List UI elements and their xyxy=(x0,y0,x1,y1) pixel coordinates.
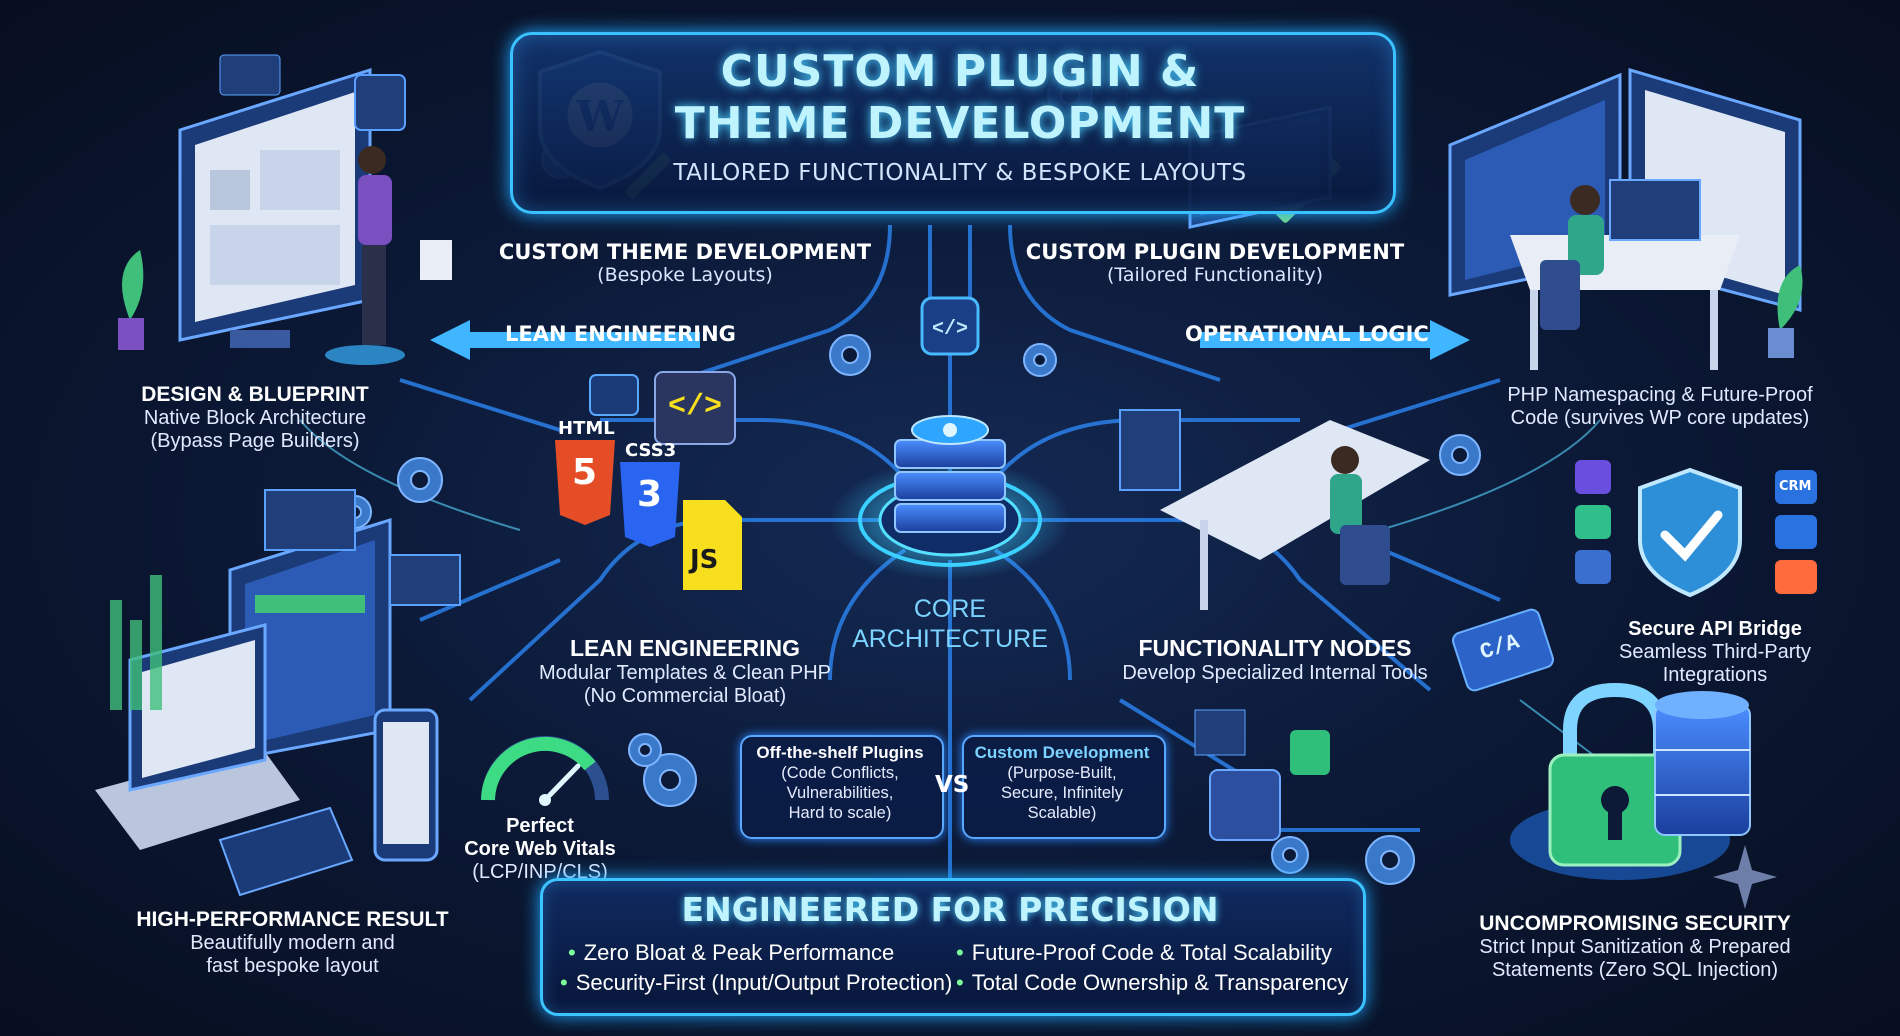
core-web-vitals-gauge xyxy=(481,736,609,806)
theme-dev-sub: (Bespoke Layouts) xyxy=(597,264,773,286)
api-title: Secure API Bridge xyxy=(1628,618,1802,640)
page-title: CUSTOM PLUGIN & THEME DEVELOPMENT xyxy=(520,46,1400,150)
precision-panel xyxy=(540,878,1366,1016)
off-the-shelf-title: Off-the-shelf Plugins xyxy=(756,743,924,762)
precision-item-4-text: Total Code Ownership & Transparency xyxy=(971,970,1349,995)
vs-label: VS xyxy=(935,772,970,798)
custom-dev-box xyxy=(962,735,1166,839)
api-line-1: Seamless Third-Party xyxy=(1619,641,1811,663)
high-performance-label: HIGH-PERFORMANCE RESULT Beautifully mode… xyxy=(120,908,465,978)
precision-item-4: • Total Code Ownership & Transparency xyxy=(956,970,1348,996)
result-title: HIGH-PERFORMANCE RESULT xyxy=(136,908,449,931)
developer-workstation xyxy=(1448,67,1803,370)
lean-engineering-label: LEAN ENGINEERING Modular Templates & Cle… xyxy=(515,635,855,708)
core-line-1: CORE xyxy=(913,595,987,623)
design-blueprint-label: DESIGN & BLUEPRINT Native Block Architec… xyxy=(110,383,400,453)
lean-title: LEAN ENGINEERING xyxy=(569,635,801,661)
off-the-shelf-box xyxy=(740,735,944,839)
security-line-1: Strict Input Sanitization & Prepared xyxy=(1479,936,1791,958)
sparkle-icon xyxy=(1713,845,1777,909)
code-file-icons xyxy=(555,371,742,590)
design-line-1: Native Block Architecture xyxy=(143,407,367,429)
functionality-nodes-label: FUNCTIONALITY NODES Develop Specialized … xyxy=(1105,635,1445,685)
code-tag-icon: </> xyxy=(668,390,723,424)
plugin-dev-sub: (Tailored Functionality) xyxy=(1106,264,1323,286)
database-icon xyxy=(1654,691,1751,836)
bullet-icon: • xyxy=(560,970,568,995)
theme-dev-title: CUSTOM THEME DEVELOPMENT xyxy=(498,240,872,264)
js-label: JS xyxy=(690,545,719,575)
title-line-2: THEME DEVELOPMENT xyxy=(674,98,1246,149)
html-number: 5 xyxy=(572,452,598,493)
vitals-line-3: (LCP/INP/CLS) xyxy=(472,861,608,883)
precision-item-1-text: Zero Bloat & Peak Performance xyxy=(583,940,895,965)
custom-dev-text: Custom Development (Purpose-Built, Secur… xyxy=(962,743,1162,823)
arrow-left-shape xyxy=(430,320,700,360)
precision-item-2: • Future-Proof Code & Total Scalability xyxy=(956,940,1332,966)
html-label: HTML xyxy=(558,418,615,439)
lean-line-1: Modular Templates & Clean PHP xyxy=(539,662,831,684)
devices-illustration xyxy=(95,489,461,897)
security-title: UNCOMPROMISING SECURITY xyxy=(1479,912,1791,935)
security-cubes xyxy=(1194,709,1330,841)
core-architecture-label: CORE ARCHITECTURE xyxy=(820,594,1080,654)
api-line-2: Integrations xyxy=(1662,664,1768,686)
vitals-line-1: Perfect xyxy=(506,815,574,837)
api-bridge xyxy=(1452,460,1817,692)
security-label: UNCOMPROMISING SECURITY Strict Input San… xyxy=(1440,912,1830,982)
svg-text:</>: </> xyxy=(932,318,968,341)
php-namespacing-label: PHP Namespacing & Future-Proof Code (sur… xyxy=(1495,384,1825,430)
core-web-vitals-label: Perfect Core Web Vitals (LCP/INP/CLS) xyxy=(440,815,640,884)
crm-badge: CRM xyxy=(1779,479,1812,494)
result-line-2: fast bespoke layout xyxy=(206,955,379,977)
theme-dev-label: CUSTOM THEME DEVELOPMENT (Bespoke Layout… xyxy=(470,240,900,286)
functionality-line-1: Develop Specialized Internal Tools xyxy=(1122,662,1428,684)
off-the-shelf-line-2: Vulnerabilities, xyxy=(786,784,894,802)
precision-title: ENGINEERED FOR PRECISION xyxy=(681,890,1219,929)
arrow-right-shape xyxy=(1200,320,1470,360)
title-line-1: CUSTOM PLUGIN & xyxy=(720,46,1200,97)
plugin-dev-label: CUSTOM PLUGIN DEVELOPMENT (Tailored Func… xyxy=(1000,240,1430,286)
result-line-1: Beautifully modern and xyxy=(190,932,395,954)
title-panel xyxy=(510,32,1396,214)
precision-item-3: • Security-First (Input/Output Protection… xyxy=(560,970,952,996)
php-line-2: Code (survives WP core updates) xyxy=(1510,407,1810,429)
bullet-icon: • xyxy=(956,970,964,995)
off-the-shelf-text: Off-the-shelf Plugins (Code Conflicts, V… xyxy=(740,743,940,823)
functionality-title: FUNCTIONALITY NODES xyxy=(1138,635,1412,661)
bullet-icon: • xyxy=(956,940,964,965)
php-line-1: PHP Namespacing & Future-Proof xyxy=(1507,384,1813,406)
off-the-shelf-line-1: (Code Conflicts, xyxy=(781,764,899,782)
css-label: CSS3 xyxy=(625,440,677,461)
precision-item-1: • Zero Bloat & Peak Performance xyxy=(568,940,894,966)
css-number: 3 xyxy=(637,474,663,515)
design-title: DESIGN & BLUEPRINT xyxy=(141,383,369,406)
arrow-right-label: OPERATIONAL LOGIC xyxy=(1185,322,1429,346)
designer-workstation xyxy=(118,54,452,365)
off-the-shelf-line-3: Hard to scale) xyxy=(788,804,892,822)
precision-item-2-text: Future-Proof Code & Total Scalability xyxy=(971,940,1333,965)
lean-line-2: (No Commercial Bloat) xyxy=(583,685,787,707)
core-server-stack xyxy=(894,415,1006,533)
page-subtitle: TAILORED FUNCTIONALITY & BESPOKE LAYOUTS xyxy=(673,160,1247,186)
core-line-2: ARCHITECTURE xyxy=(852,625,1048,653)
custom-dev-line-3: Scalable) xyxy=(1027,804,1097,822)
precision-item-3-text: Security-First (Input/Output Protection) xyxy=(575,970,953,995)
arrow-left-label: LEAN ENGINEERING xyxy=(505,322,736,346)
bullet-icon: • xyxy=(568,940,576,965)
vitals-line-2: Core Web Vitals xyxy=(464,838,616,860)
custom-dev-title: Custom Development xyxy=(974,743,1150,762)
security-line-2: Statements (Zero SQL Injection) xyxy=(1491,959,1779,981)
code-chip xyxy=(920,296,980,356)
plugin-dev-title: CUSTOM PLUGIN DEVELOPMENT xyxy=(1025,240,1405,264)
api-bridge-label: Secure API Bridge Seamless Third-Party I… xyxy=(1590,618,1840,687)
design-line-2: (Bypass Page Builders) xyxy=(150,430,360,452)
custom-dev-line-2: Secure, Infinitely xyxy=(1001,784,1123,802)
custom-dev-line-1: (Purpose-Built, xyxy=(1007,764,1117,782)
